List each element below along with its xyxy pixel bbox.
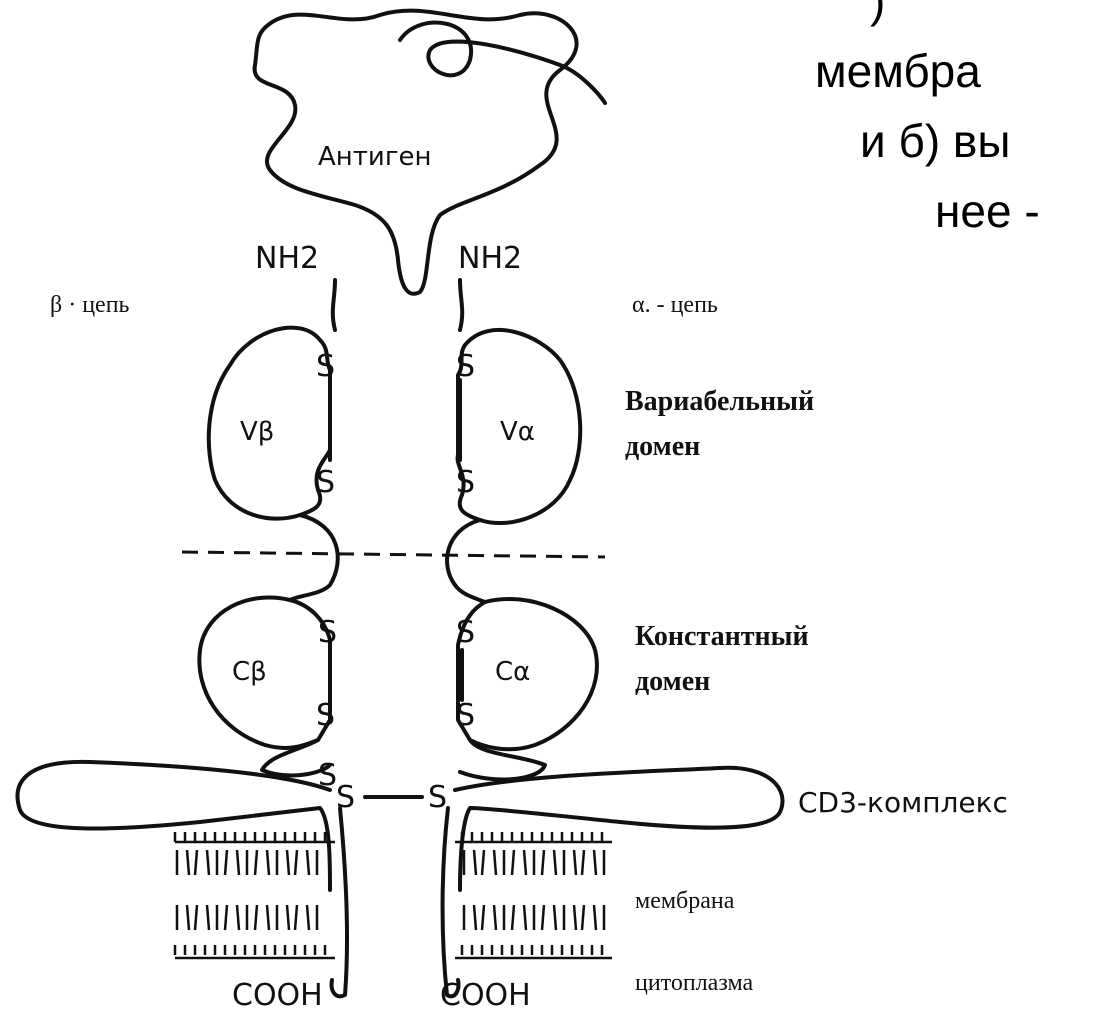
antigen-label: Антиген [318,142,431,172]
alpha-transmembrane-tail [443,808,459,996]
cooh-left-label: COOH [232,978,323,1013]
variable-domain-label-line1: Вариабельный [625,386,814,417]
nh2-left-label: NH2 [255,241,319,276]
constant-domain-label-line1: Константный [635,621,809,652]
membrane-label: мембрана [635,888,735,914]
disulfide-s-label: S [316,465,335,500]
c-beta-label: Cβ [232,657,267,687]
beta-chain-label: β · цепь [50,292,130,318]
alpha-hinge [447,520,485,602]
cooh-right-label: COOH [440,978,531,1013]
interchain-s-right-label: S [428,780,447,815]
membrane-bilayer-left [175,832,335,958]
nh2-right-label: NH2 [458,241,522,276]
cd3-complex-label: CD3-комплекс [798,786,1008,819]
disulfide-s-label: S [316,349,335,384]
disulfide-s-label: S [318,758,337,793]
v-alpha-label: Vα [500,417,535,447]
interchain-s-left-label: S [336,780,355,815]
disulfide-s-label: S [316,698,335,733]
constant-domain-label-line2: домен [635,666,710,697]
disulfide-s-label: S [456,349,475,384]
beta-transmembrane-tail [332,808,348,996]
membrane-bilayer-right [455,832,612,958]
v-beta-label: Vβ [240,417,274,447]
disulfide-s-label: S [456,615,475,650]
disulfide-s-label: S [456,698,475,733]
variable-domain-label-line2: домен [625,431,700,462]
disulfide-s-label: S [456,465,475,500]
c-alpha-label: Cα [495,657,530,687]
cd3-left-lobe [18,762,330,890]
beta-n-terminus-line [333,280,335,330]
domain-divider-dashed [182,552,605,557]
beta-hinge [290,515,338,600]
alpha-n-terminus-line [460,280,462,330]
disulfide-s-label: S [318,615,337,650]
cytoplasm-label: цитоплазма [635,970,753,996]
alpha-chain-label: α. - цепь [632,292,718,318]
